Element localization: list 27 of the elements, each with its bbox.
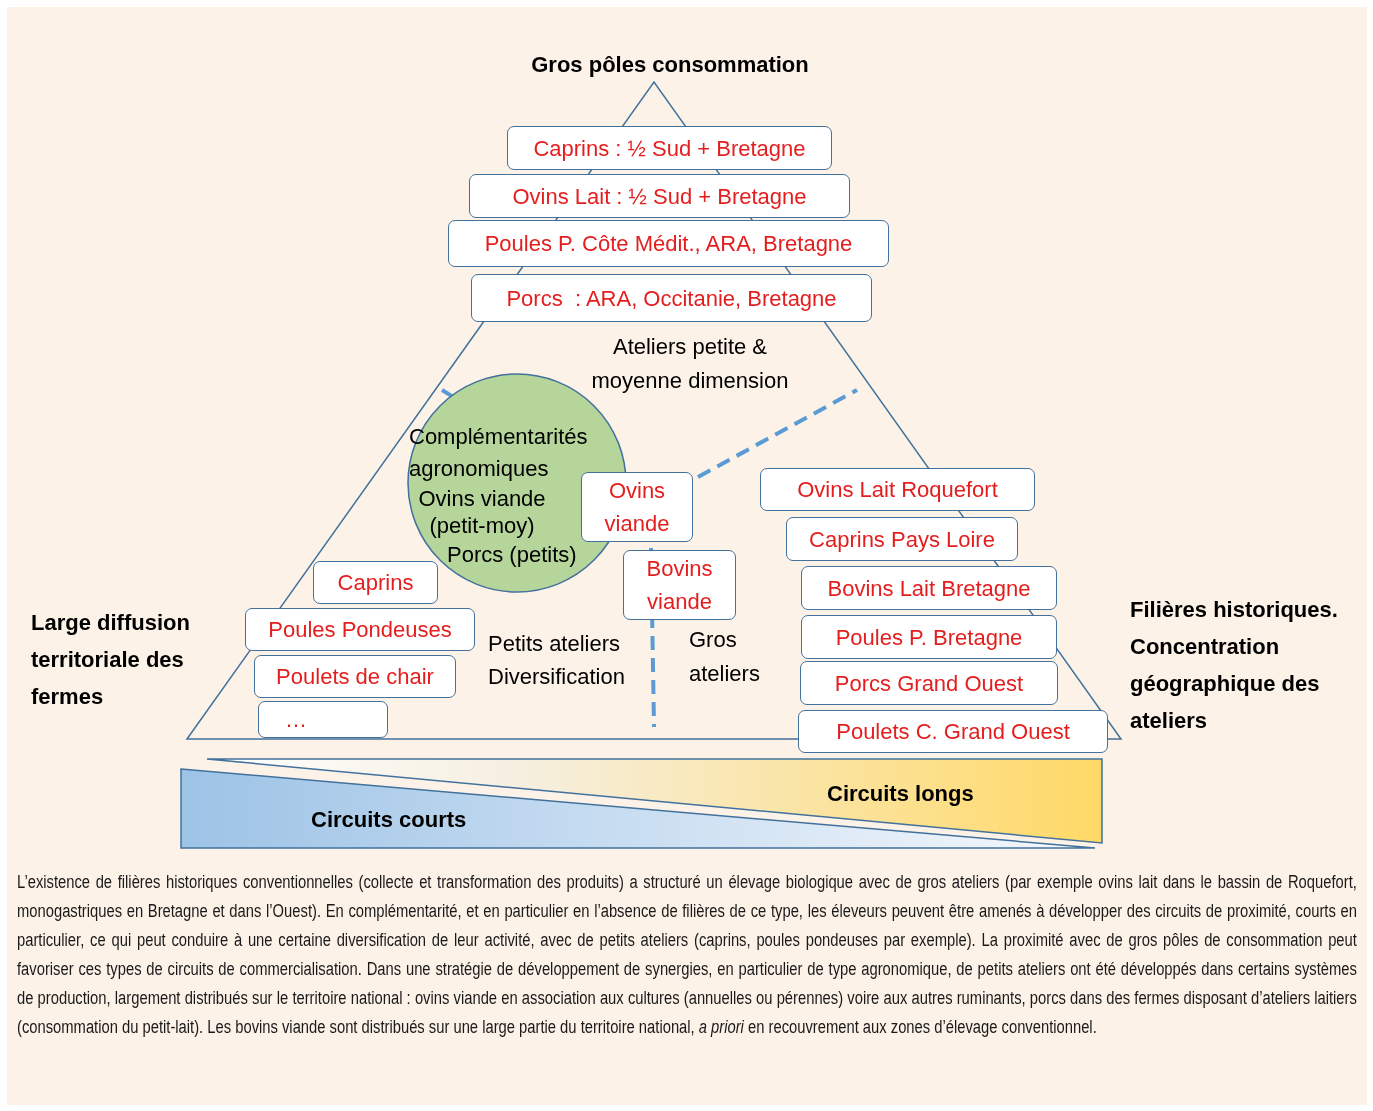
circle-text: Ovins viande (petit-moy)	[417, 485, 547, 539]
sector-box: Poules P. Côte Médit., ARA, Bretagne	[448, 220, 889, 267]
caption-text: L’existence de filières historiques conventionnelles (collecte et transformation des produits) a structuré un élevage biologique avec de gros ateliers (par exemple ovins lait dans le bassin de Roquefort, monogastriques en Bretagne et dans l’Ouest). En complémentarité, et en particulier en l’absence de filières de ce type, les éleveurs peuvent être amenés à développer des circuits de proximité, courts en particulier, ce qui peut conduire à une certaine diversification de leur activité, avec de petits ateliers (caprins, poules pondeuses par exemple). La proximité avec de gros pôles de consommation peut favoriser ces types de circuits de commercialisation. Dans une stratégie de développement de synergies, en particulier de type agronomique, de petits ateliers ont été développés dans certains systèmes de production, largement distribués sur le territoire national : ovins viande en association aux cultures (annuelles ou pérennes) voire aux autres ruminants, porcs dans des fermes disposant d’ateliers laitiers (consommation du petit-lait). Les bovins viande sont distribués sur une large partie du territoire national, a priori en recouvrement aux zones d’élevage conventionnel.	[17, 871, 1357, 1039]
sector-box: Bovins viande	[623, 550, 736, 620]
sector-box: Bovins Lait Bretagne	[801, 566, 1057, 610]
circle-text: Porcs (petits)	[447, 541, 578, 568]
wedge-label: Circuits longs	[827, 781, 974, 807]
sector-box: Porcs Grand Ouest	[800, 661, 1058, 705]
sector-box: Poules P. Bretagne	[801, 615, 1057, 659]
annotation-text: Filières historiques. Concentration géographique des ateliers	[1130, 596, 1339, 735]
annotation-text: Large diffusion territoriale des fermes	[31, 609, 191, 711]
annotation-text: Gros ateliers	[689, 626, 761, 688]
sector-box: Ovins viande	[581, 472, 693, 542]
sector-box: Ovins Lait : ½ Sud + Bretagne	[469, 174, 850, 218]
wedge-label: Circuits courts	[311, 807, 467, 833]
annotation-text: Petits ateliers Diversification	[488, 630, 626, 691]
sector-box: Poulets de chair	[254, 655, 456, 698]
sector-box: Caprins Pays Loire	[786, 517, 1018, 561]
apex-label: Gros pôles consommation	[530, 51, 810, 79]
sector-box: Poulets C. Grand Ouest	[798, 710, 1108, 753]
sector-box: Poules Pondeuses	[245, 608, 475, 651]
sector-box: Porcs : ARA, Occitanie, Bretagne	[471, 274, 872, 322]
sector-box: Caprins	[313, 561, 438, 604]
sector-box: Caprins : ½ Sud + Bretagne	[507, 126, 832, 170]
sector-box: …	[258, 701, 388, 738]
annotation-text: Ateliers petite & moyenne dimension	[590, 333, 790, 395]
sector-box: Ovins Lait Roquefort	[760, 468, 1035, 511]
